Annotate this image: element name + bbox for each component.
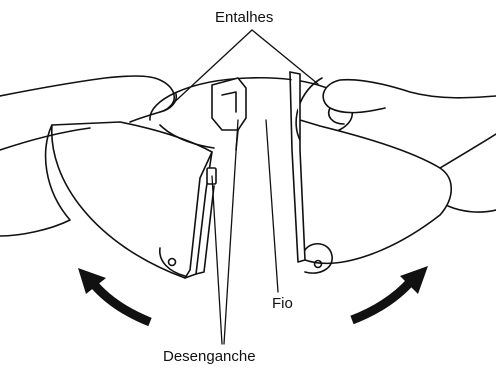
- release-callout-lines: [212, 120, 238, 344]
- retaining-bracket: [212, 78, 246, 150]
- release-label: Desenganche: [163, 349, 256, 364]
- left-housing-half: [52, 122, 216, 278]
- left-rotation-arrow-icon: [78, 268, 150, 322]
- wire-label: Fio: [272, 296, 293, 311]
- right-rotation-arrow-icon: [352, 266, 428, 320]
- wire-callout-line: [266, 120, 278, 292]
- notches-label: Entalhes: [215, 10, 273, 25]
